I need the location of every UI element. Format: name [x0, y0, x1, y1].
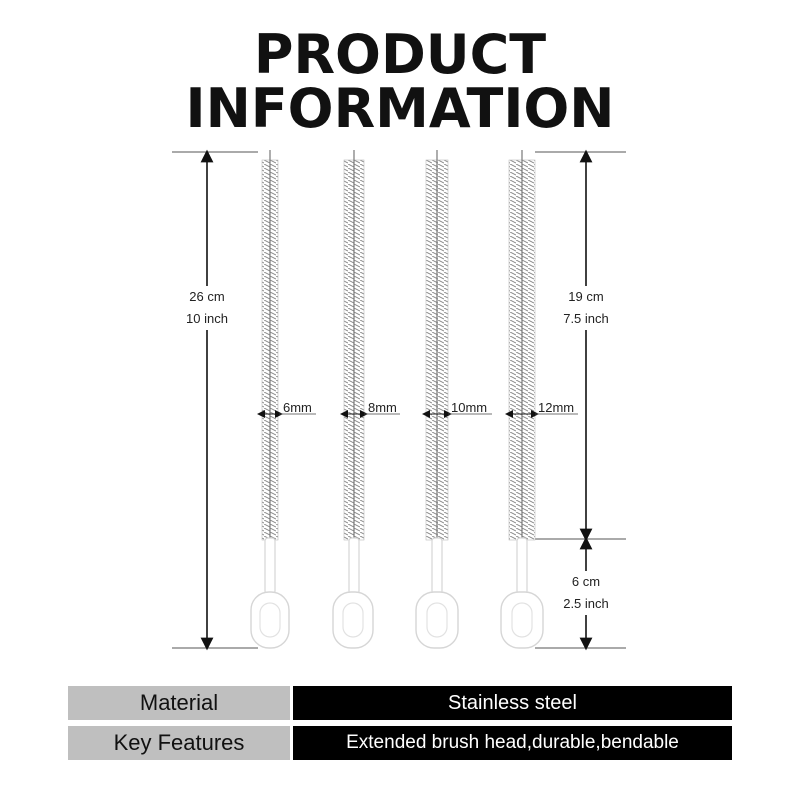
brush-4-loop-hole [511, 602, 533, 638]
brush-8mm [332, 150, 400, 649]
brush-3-diameter-label: 10mm [451, 400, 488, 415]
brush-10mm [415, 150, 492, 649]
brush-2-handle [348, 537, 360, 595]
handle-length-cm: 6 cm [571, 574, 601, 589]
brush-3-handle [431, 537, 443, 595]
brush-3-loop-hole [426, 602, 448, 638]
brush-length-cm: 19 cm [568, 289, 604, 304]
brush-1-diameter-label: 6mm [283, 400, 312, 415]
brush-4-diameter-label: 12mm [538, 400, 575, 415]
brush-1-loop-hole [259, 602, 281, 638]
brush-diagram [172, 149, 626, 651]
spec-value-key-features: Extended brush head,durable,bendable [293, 726, 732, 760]
handle-length-inch: 2.5 inch [563, 596, 609, 611]
total-length-cm: 26 cm [189, 289, 225, 304]
spec-label-key-features: Key Features [68, 726, 290, 760]
total-length-dimension [172, 149, 258, 651]
brush-2-loop-hole [342, 602, 364, 638]
brush-6mm [250, 150, 316, 649]
brush-length-inch: 7.5 inch [563, 311, 609, 326]
total-length-inch: 10 inch [186, 311, 228, 326]
brush-1-handle [264, 537, 276, 595]
spec-label-material: Material [68, 686, 290, 720]
brush-length-label: 19 cm 7.5 inch [550, 286, 622, 330]
brush-2-diameter-label: 8mm [368, 400, 397, 415]
page-title-line-2: INFORMATION [185, 77, 615, 140]
total-length-label: 26 cm 10 inch [172, 286, 242, 330]
handle-length-label: 6 cm 2.5 inch [550, 571, 622, 615]
brush-4-handle [516, 537, 528, 595]
spec-table: Material Stainless steel Key Features Ex… [68, 686, 732, 762]
spec-value-material: Stainless steel [293, 686, 732, 720]
page-title-line-1: PRODUCT [253, 23, 547, 86]
brush-12mm [500, 150, 578, 649]
spec-row-key-features: Key Features Extended brush head,durable… [68, 726, 732, 760]
spec-row-material: Material Stainless steel [68, 686, 732, 720]
